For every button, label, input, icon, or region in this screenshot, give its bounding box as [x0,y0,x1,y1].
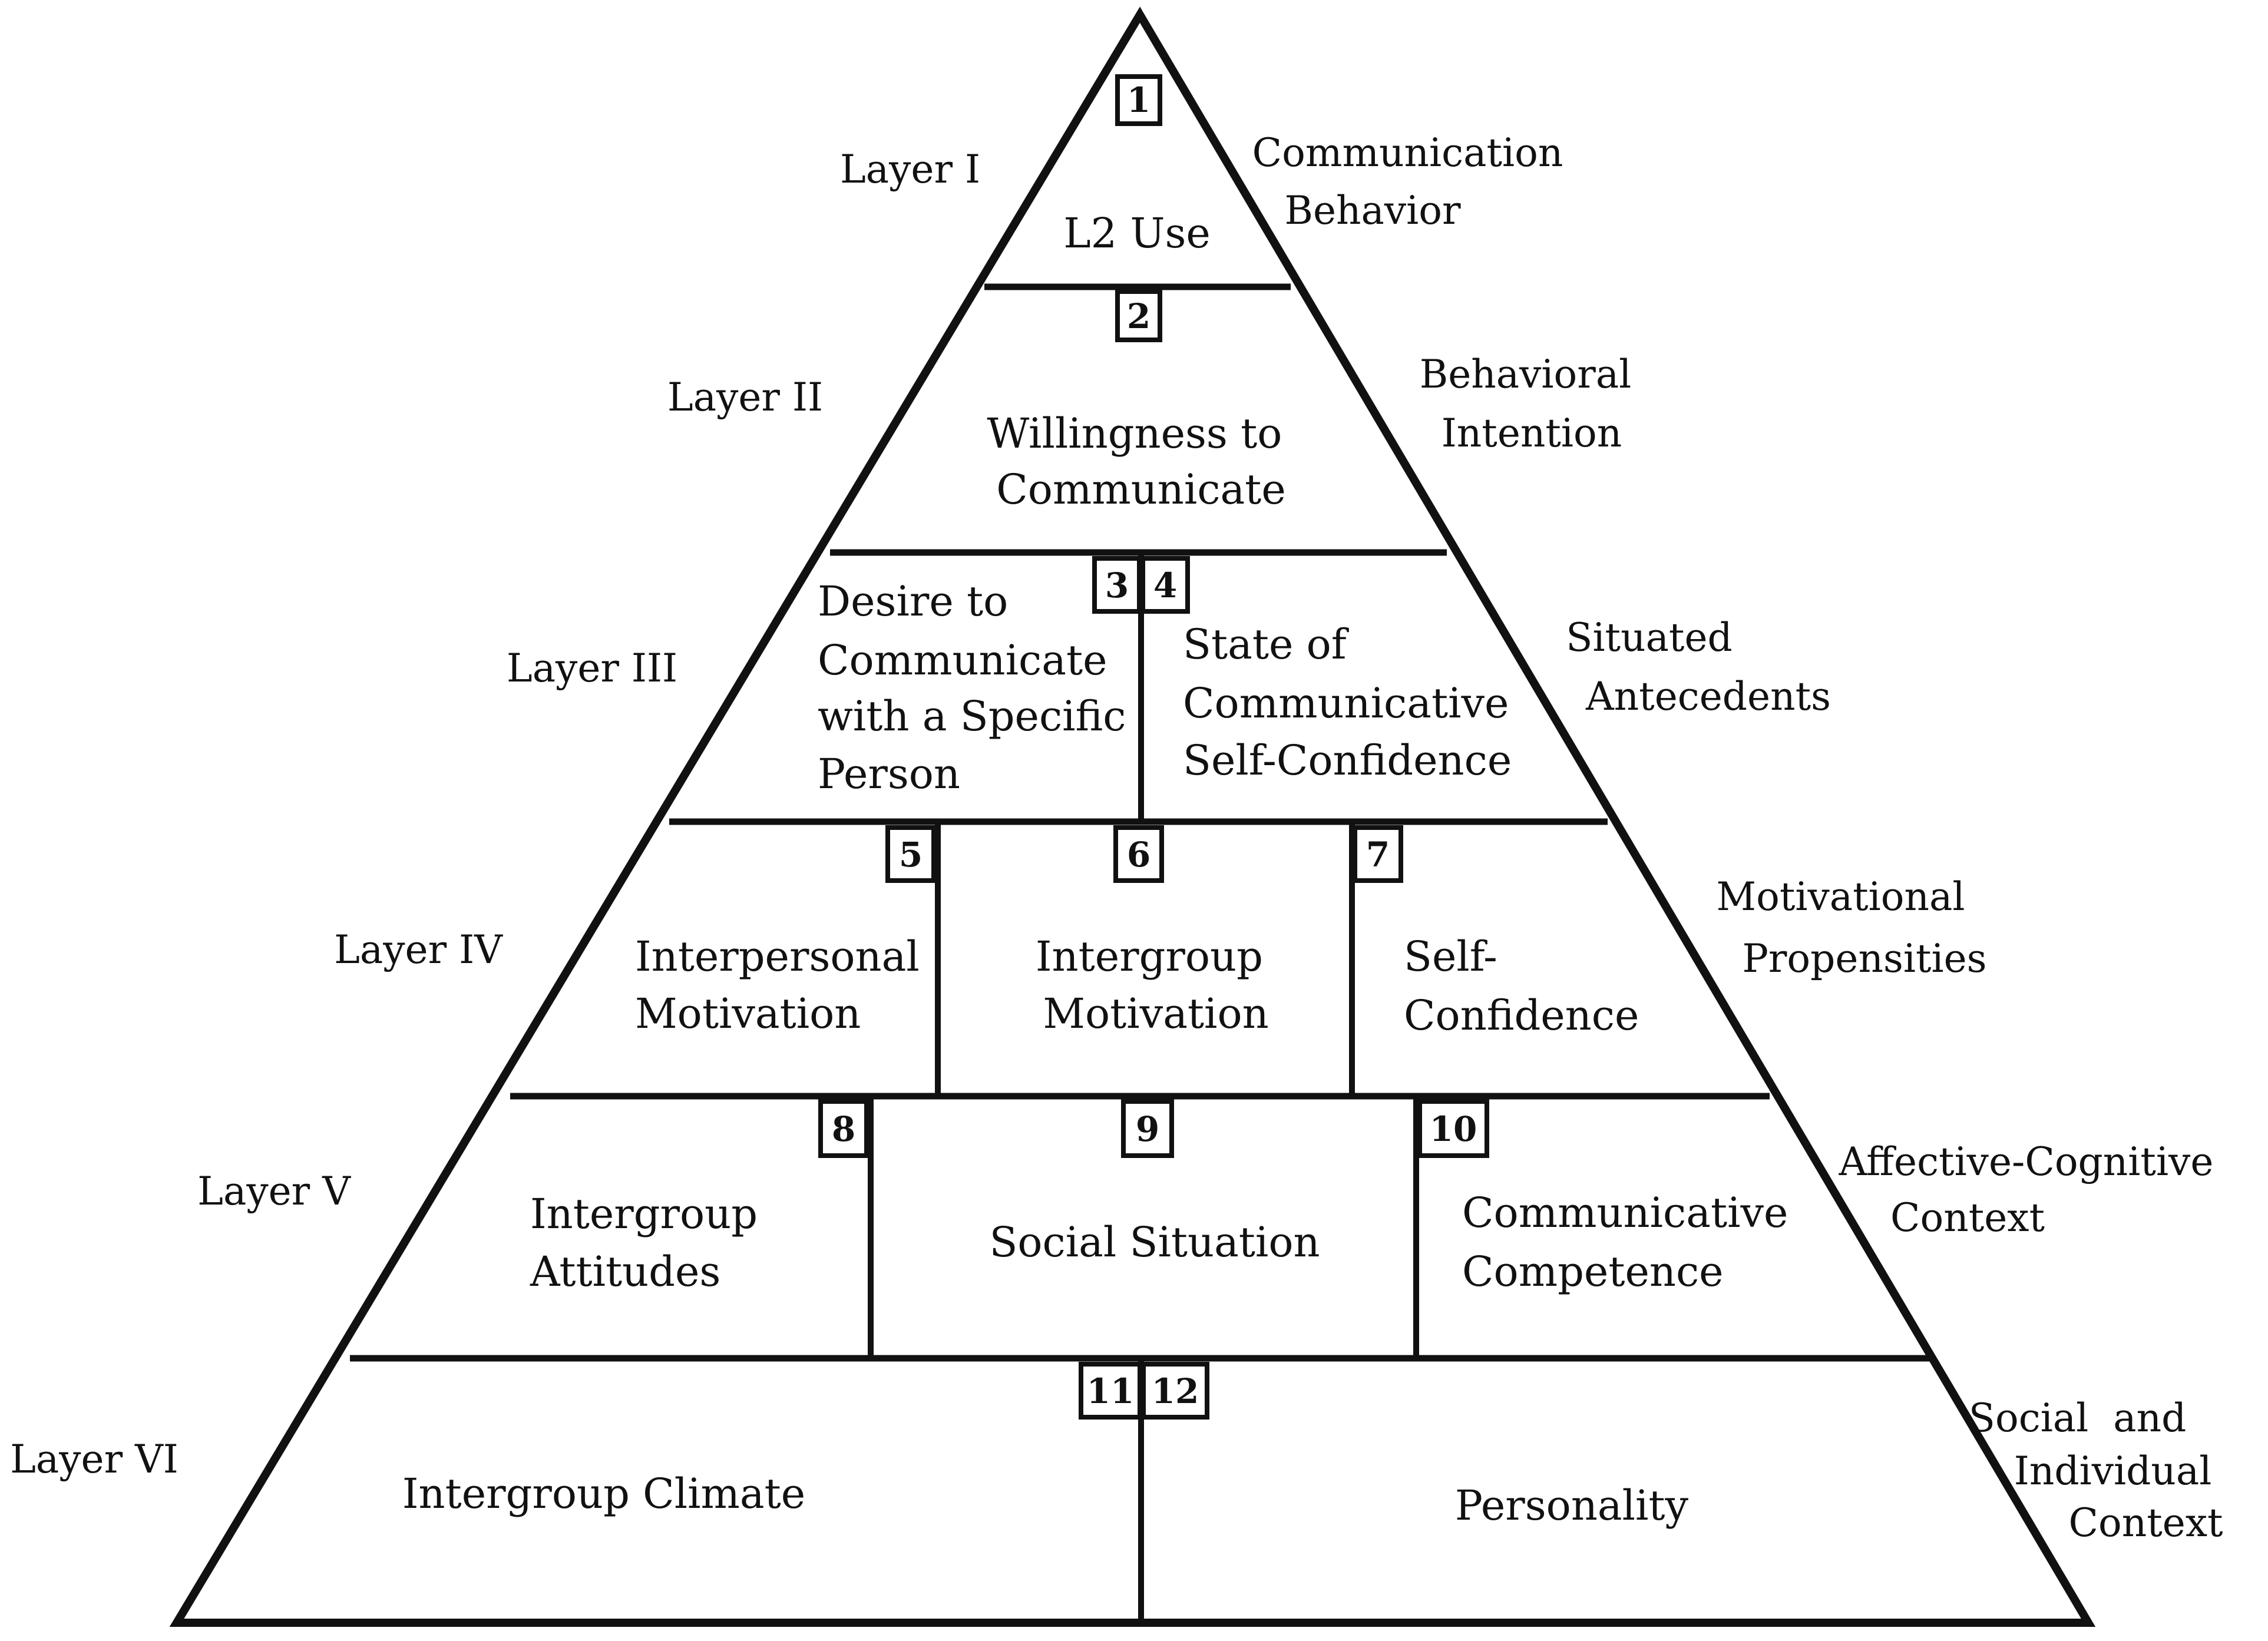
descriptor-line: Motivational [1717,874,1965,919]
number-box [1092,556,1142,614]
descriptor-line: Intention [1442,411,1622,456]
cell-text-line: Interpersonal [635,932,920,981]
cell-text-line: Communicate [818,636,1107,684]
cell-text-line: L2 Use [1063,209,1211,257]
cell-text-social-situation: Social Situation [989,1218,1320,1266]
number-box [1353,825,1403,883]
cell-text-intergroup-climate: Intergroup Climate [402,1470,805,1518]
cell-text-line: Motivation [635,990,861,1038]
descriptor-line: Context [2069,1500,2223,1546]
cell-number-6: 6 [1127,835,1150,875]
cell-text-line: Person [818,750,960,798]
cell-text-line: Motivation [1043,990,1268,1038]
cell-text-line: Intergroup [1036,932,1263,981]
number-box [1115,74,1162,126]
descriptor-line: Social and [1969,1395,2187,1441]
cell-text-line: Social Situation [989,1218,1320,1266]
layer-label-6: Layer VI [10,1437,178,1482]
layer-label-5: Layer V [197,1169,351,1214]
cell-number-3: 3 [1105,565,1129,606]
cell-number-12: 12 [1152,1371,1199,1411]
cell-number-10: 10 [1430,1109,1477,1149]
number-box [1121,1099,1174,1158]
cell-text-line: State of [1183,620,1350,669]
cell-number-5: 5 [899,835,923,875]
cell-text-line: Desire to [818,577,1008,626]
cell-text-personality: Personality [1455,1481,1689,1530]
cell-text-line: Self-Confidence [1183,736,1512,785]
cell-text-state: State of Communicative Self-Confidence [1183,620,1522,785]
cell-text-line: with a Specific [818,692,1126,740]
cell-text-line: Communicative [1462,1189,1788,1237]
descriptor-6: Social and Individual Context [1969,1395,2223,1546]
cell-text-l2-use: L2 Use [1063,209,1211,257]
number-box [1141,1362,1209,1420]
cell-text-communicative-competence: Communicative Competence [1462,1189,1801,1296]
cell-number-9: 9 [1136,1109,1159,1149]
cell-text-line: Communicate [996,465,1286,514]
descriptor-line: Affective-Cognitive [1839,1139,2214,1185]
number-box [1417,1099,1489,1158]
descriptor-4: Motivational Propensities [1717,874,1987,981]
cell-text-desire: Desire to Communicate with a Specific Pe… [818,577,1139,798]
descriptor-line: Antecedents [1585,674,1831,719]
cell-number-8: 8 [832,1109,855,1149]
cell-number-1: 1 [1127,80,1150,120]
descriptor-line: Propensities [1742,936,1986,981]
cell-text-interpersonal: Interpersonal Motivation [635,932,933,1038]
cell-number-11: 11 [1087,1371,1135,1411]
descriptor-5: Affective-Cognitive Context [1839,1139,2226,1240]
descriptor-line: Situated [1566,615,1733,660]
descriptor-line: Communication [1252,130,1563,176]
descriptor-3: Situated Antecedents [1566,615,1831,719]
cell-number-2: 2 [1127,296,1150,336]
cell-number-4: 4 [1153,565,1177,606]
cell-text-line: Competence [1462,1248,1724,1296]
descriptor-line: Individual [2014,1448,2212,1494]
descriptor-2: Behavioral Intention [1420,352,1644,456]
cell-text-line: Intergroup [530,1190,758,1238]
number-box [818,1099,869,1158]
number-box [1140,556,1190,614]
cell-text-line: Willingness to [987,409,1282,458]
cell-text-line: Self- [1404,932,1497,981]
descriptor-line: Behavior [1284,188,1461,233]
number-box [1113,825,1164,883]
layer-label-2: Layer II [667,375,823,420]
number-box [885,825,936,883]
cell-text-line: Personality [1455,1481,1689,1530]
cell-text-line: Communicative [1183,679,1509,727]
number-box [1079,1362,1142,1420]
cell-text-line: Confidence [1404,991,1639,1040]
cell-text-line: Intergroup Climate [402,1470,805,1518]
pyramid-outline [169,6,2096,1627]
cell-text-line: Attitudes [530,1248,720,1296]
layer-label-4: Layer IV [334,927,503,972]
cell-text-intergroup-attitudes: Intergroup Attitudes [530,1190,771,1296]
layer-label-3: Layer III [507,646,677,691]
cell-text-intergroup-motivation: Intergroup Motivation [1036,932,1276,1038]
cell-text-willingness: Willingness to Communicate [987,409,1295,514]
descriptor-line: Context [1890,1195,2045,1240]
number-box [1115,289,1162,342]
cell-text-self-confidence: Self- Confidence [1404,932,1639,1040]
descriptor-1: Communication Behavior [1252,130,1576,233]
cell-number-7: 7 [1366,835,1390,875]
layer-label-1: Layer I [840,147,980,192]
descriptor-line: Behavioral [1420,352,1632,397]
